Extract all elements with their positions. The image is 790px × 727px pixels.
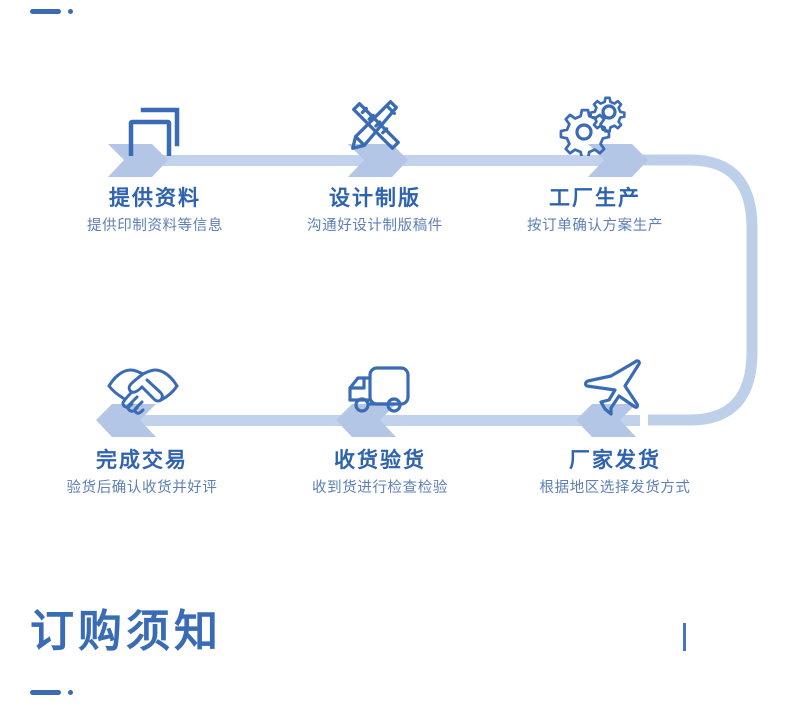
flow-step-factory-shipping[interactable]: 厂家发货 根据地区选择发货方式 — [495, 340, 735, 498]
section-heading: 订购须知 — [30, 607, 222, 656]
step-title: 完成交易 — [96, 449, 188, 472]
order-notice-section: 订购须知 — [0, 590, 790, 727]
dot-icon — [68, 9, 73, 14]
order-process-flow: 提供资料 提供印制资料等信息 — [22, 78, 758, 498]
step-text-block: 收货验货 收到货进行检查检验 — [260, 448, 500, 498]
step-title: 厂家发货 — [569, 449, 661, 472]
flow-step-design[interactable]: 设计制版 沟通好设计制版稿件 — [255, 78, 495, 236]
dash-icon — [30, 690, 61, 695]
top-dash-dot-mark — [30, 9, 73, 14]
gears-icon — [475, 78, 715, 156]
truck-icon — [260, 340, 500, 418]
dot-icon — [68, 690, 73, 695]
vertical-tick-icon — [683, 623, 686, 651]
step-subtitle: 收到货进行检查检验 — [312, 480, 448, 497]
documents-icon — [35, 78, 275, 156]
step-title: 提供资料 — [109, 187, 201, 210]
pencil-ruler-icon — [255, 78, 495, 156]
step-subtitle: 提供印制资料等信息 — [87, 218, 223, 235]
flow-step-factory-production[interactable]: 工厂生产 按订单确认方案生产 — [475, 78, 715, 236]
step-text-block: 设计制版 沟通好设计制版稿件 — [255, 186, 495, 236]
dash-icon — [30, 9, 61, 14]
airplane-icon — [495, 340, 735, 418]
step-subtitle: 验货后确认收货并好评 — [66, 480, 218, 497]
step-subtitle: 沟通好设计制版稿件 — [307, 218, 443, 235]
step-subtitle: 根据地区选择发货方式 — [539, 480, 691, 497]
handshake-icon — [22, 340, 262, 418]
flow-step-transaction-complete[interactable]: 完成交易 验货后确认收货并好评 — [22, 340, 262, 498]
step-subtitle: 按订单确认方案生产 — [527, 218, 663, 235]
step-text-block: 厂家发货 根据地区选择发货方式 — [495, 448, 735, 498]
step-text-block: 完成交易 验货后确认收货并好评 — [22, 448, 262, 498]
flow-step-provide-materials[interactable]: 提供资料 提供印制资料等信息 — [35, 78, 275, 236]
step-title: 设计制版 — [329, 187, 421, 210]
flow-step-receive-inspect[interactable]: 收货验货 收到货进行检查检验 — [260, 340, 500, 498]
step-title: 收货验货 — [334, 449, 426, 472]
step-title: 工厂生产 — [549, 187, 641, 210]
step-text-block: 提供资料 提供印制资料等信息 — [35, 186, 275, 236]
bottom-dash-dot-mark — [30, 690, 73, 695]
step-text-block: 工厂生产 按订单确认方案生产 — [475, 186, 715, 236]
